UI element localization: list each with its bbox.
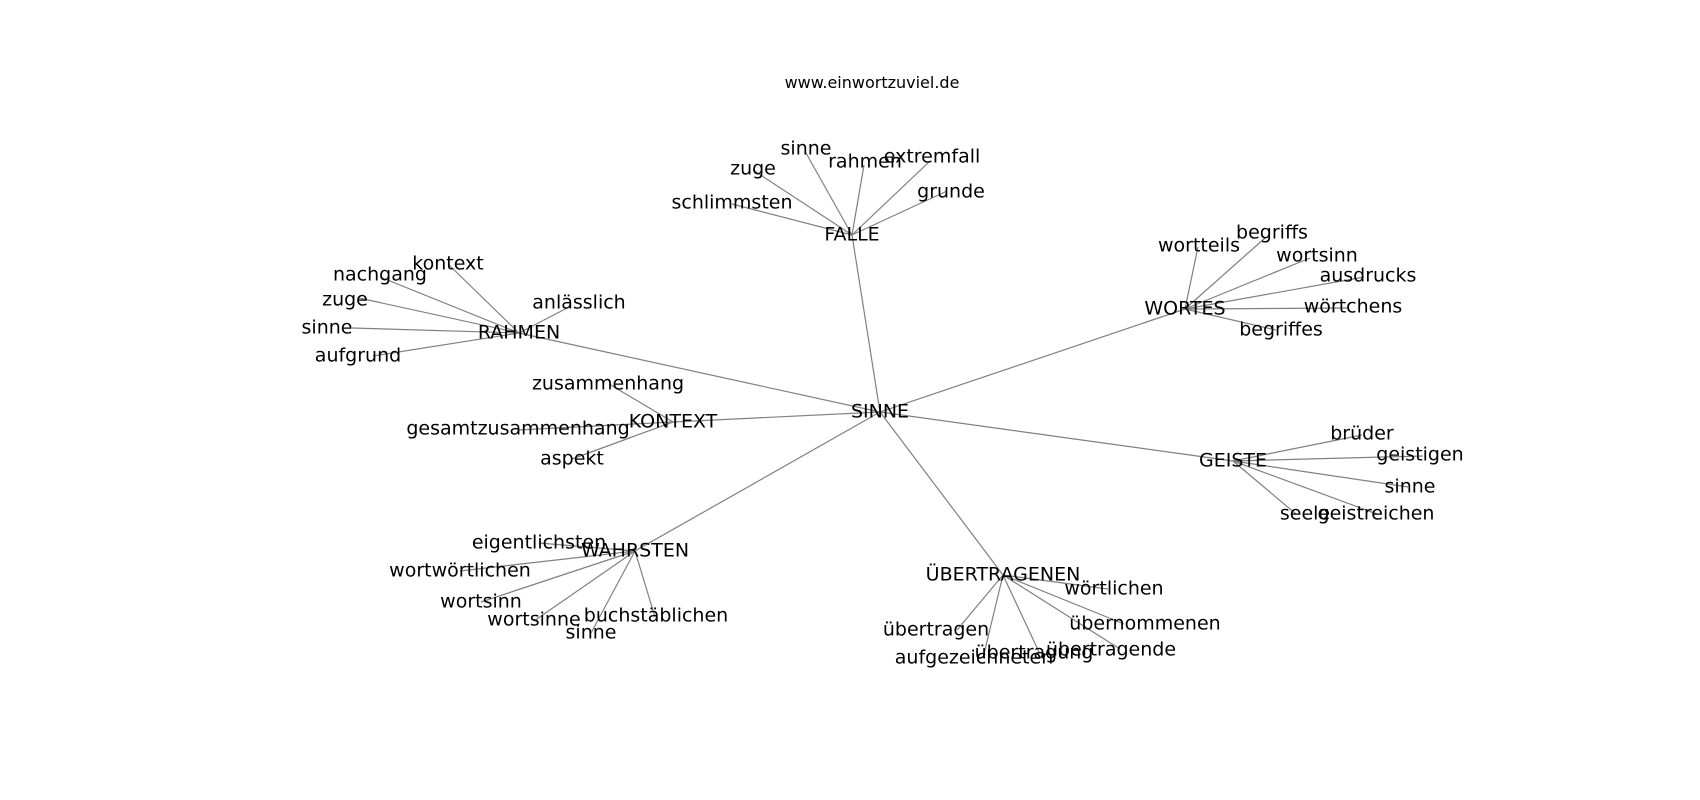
edge-center-wahrsten [634, 411, 881, 552]
edge-wahrsten-eigentlichsten [538, 542, 636, 552]
node-leaf-rahmen-kontext: kontext [412, 253, 484, 275]
node-leaf-wahrsten-sinne: sinne [566, 622, 617, 644]
node-leaf-uebertragenen-ubertragende: übertragende [1046, 639, 1176, 661]
node-leaf-wahrsten-buchstablichen: buchstäblichen [584, 605, 728, 627]
edge-wahrsten-wortsinn [480, 550, 636, 603]
node-leaf-rahmen-anlasslich: anlässlich [532, 292, 625, 314]
node-leaf-wortes-wortsinn: wortsinn [1276, 245, 1358, 267]
node-hub-geiste: GEISTE [1199, 450, 1267, 472]
edge-geiste-geistigen [1232, 455, 1424, 462]
edge-center-geiste [879, 411, 1234, 462]
node-leaf-falle-zuge: zuge [730, 158, 776, 180]
node-leaf-falle-extremfall: extremfall [884, 146, 981, 168]
edge-center-rahmen [518, 332, 881, 413]
edge-falle-grunde [851, 190, 948, 236]
node-leaf-wahrsten-eigentlichsten: eigentlichsten [472, 532, 606, 554]
edge-geiste-seele [1232, 460, 1297, 515]
edge-wortes-begriffs [1184, 237, 1266, 310]
edge-geiste-sinne [1232, 460, 1409, 488]
node-leaf-wortes-wortchens: wörtchens [1304, 296, 1403, 318]
node-leaf-falle-schlimmsten: schlimmsten [671, 192, 792, 214]
edge-wortes-begriffes [1184, 308, 1277, 331]
edge-uebertragenen-wortlichen [1002, 574, 1109, 590]
edge-wortes-wortteils [1184, 246, 1199, 310]
node-leaf-kontext-gesamtzusammenhang: gesamtzusammenhang [406, 418, 629, 440]
edge-kontext-gesamtzusammenhang [517, 421, 674, 431]
node-leaf-wortes-wortteils: wortteils [1158, 235, 1240, 257]
node-leaf-geiste-sinne: sinne [1385, 476, 1436, 498]
node-leaf-uebertragenen-wortlichen: wörtlichen [1064, 578, 1163, 600]
edge-falle-extremfall [851, 160, 931, 236]
edge-center-falle [851, 234, 881, 413]
edge-falle-sinne [805, 152, 853, 236]
edge-center-kontext [672, 411, 881, 423]
node-center-sinne: SINNE [851, 401, 909, 423]
edge-rahmen-anlasslich [518, 305, 572, 334]
node-hub-rahmen: RAHMEN [478, 322, 560, 344]
node-leaf-wahrsten-wortsinn: wortsinn [440, 591, 522, 613]
edge-uebertragenen-ubernommenen [1002, 574, 1125, 625]
edge-wortes-wortsinn [1184, 257, 1311, 310]
node-leaf-wortes-begriffes: begriffes [1239, 319, 1323, 341]
node-leaf-rahmen-sinne: sinne [302, 317, 353, 339]
edge-center-wortes [879, 308, 1186, 413]
edge-wahrsten-wortsinne [533, 550, 636, 622]
node-leaf-falle-sinne: sinne [781, 138, 832, 160]
edge-wahrsten-buchstablichen [634, 550, 656, 618]
edge-kontext-zusammenhang [608, 383, 674, 423]
node-leaf-wahrsten-wortsinne: wortsinne [487, 609, 580, 631]
node-hub-falle: FALLE [824, 224, 879, 246]
chart-title: www.einwortzuviel.de [785, 73, 960, 92]
edge-kontext-aspekt [571, 421, 674, 460]
node-leaf-kontext-zusammenhang: zusammenhang [532, 373, 684, 395]
edge-uebertragenen-aufgezeichneten [982, 574, 1004, 659]
node-leaf-uebertragenen-ubertragung: übertragung [975, 642, 1094, 664]
edge-layer [351, 152, 1424, 659]
node-hub-wahrsten: WAHRSTEN [581, 540, 689, 562]
edge-wahrsten-wortwortlichen [459, 550, 636, 572]
node-leaf-geiste-geistreichen: geistreichen [1318, 503, 1435, 525]
edge-wortes-wortchens [1184, 307, 1349, 310]
edge-rahmen-nachgang [379, 276, 520, 334]
node-leaf-geiste-bruder: brüder [1330, 423, 1394, 445]
node-leaf-kontext-aspekt: aspekt [540, 448, 604, 470]
node-leaf-rahmen-nachgang: nachgang [333, 264, 427, 286]
edge-falle-schlimmsten [731, 203, 853, 236]
node-leaf-wortes-ausdrucks: ausdrucks [1320, 265, 1417, 287]
node-leaf-geiste-seele: seele [1280, 503, 1330, 525]
edge-wortes-ausdrucks [1184, 276, 1365, 310]
edge-geiste-geistreichen [1232, 460, 1378, 515]
edge-uebertragenen-ubertragende [1002, 574, 1121, 650]
node-leaf-wahrsten-wortwortlichen: wortwörtlichen [389, 560, 531, 582]
node-hub-kontext: KONTEXT [629, 411, 718, 433]
edge-uebertragenen-ubertragung [1002, 574, 1040, 653]
edge-falle-rahmen [851, 164, 865, 236]
node-leaf-wortes-begriffs: begriffs [1236, 222, 1308, 244]
edge-center-uebertragenen [879, 411, 1004, 576]
node-leaf-rahmen-aufgrund: aufgrund [315, 345, 401, 367]
node-leaf-uebertragenen-ubernommenen: übernommenen [1069, 613, 1220, 635]
node-hub-uebertragenen: ÜBERTRAGENEN [926, 563, 1081, 586]
edge-rahmen-aufgrund [372, 332, 520, 357]
node-leaf-falle-rahmen: rahmen [828, 151, 902, 173]
node-leaf-geiste-geistigen: geistigen [1376, 444, 1463, 466]
node-leaf-uebertragenen-aufgezeichneten: aufgezeichneten [895, 647, 1053, 669]
node-leaf-uebertragenen-ubertragen: übertragen [883, 619, 989, 641]
edge-rahmen-sinne [351, 327, 520, 334]
node-hub-wortes: WORTES [1144, 298, 1225, 320]
edge-rahmen-zuge [358, 297, 520, 334]
edge-geiste-bruder [1232, 434, 1363, 462]
node-leaf-falle-grunde: grunde [917, 181, 985, 203]
edge-falle-zuge [752, 169, 853, 236]
edge-uebertragenen-ubertragen [956, 574, 1004, 631]
edge-rahmen-kontext [447, 263, 520, 334]
edge-wahrsten-sinne [590, 550, 636, 634]
node-leaf-rahmen-zuge: zuge [322, 289, 368, 311]
